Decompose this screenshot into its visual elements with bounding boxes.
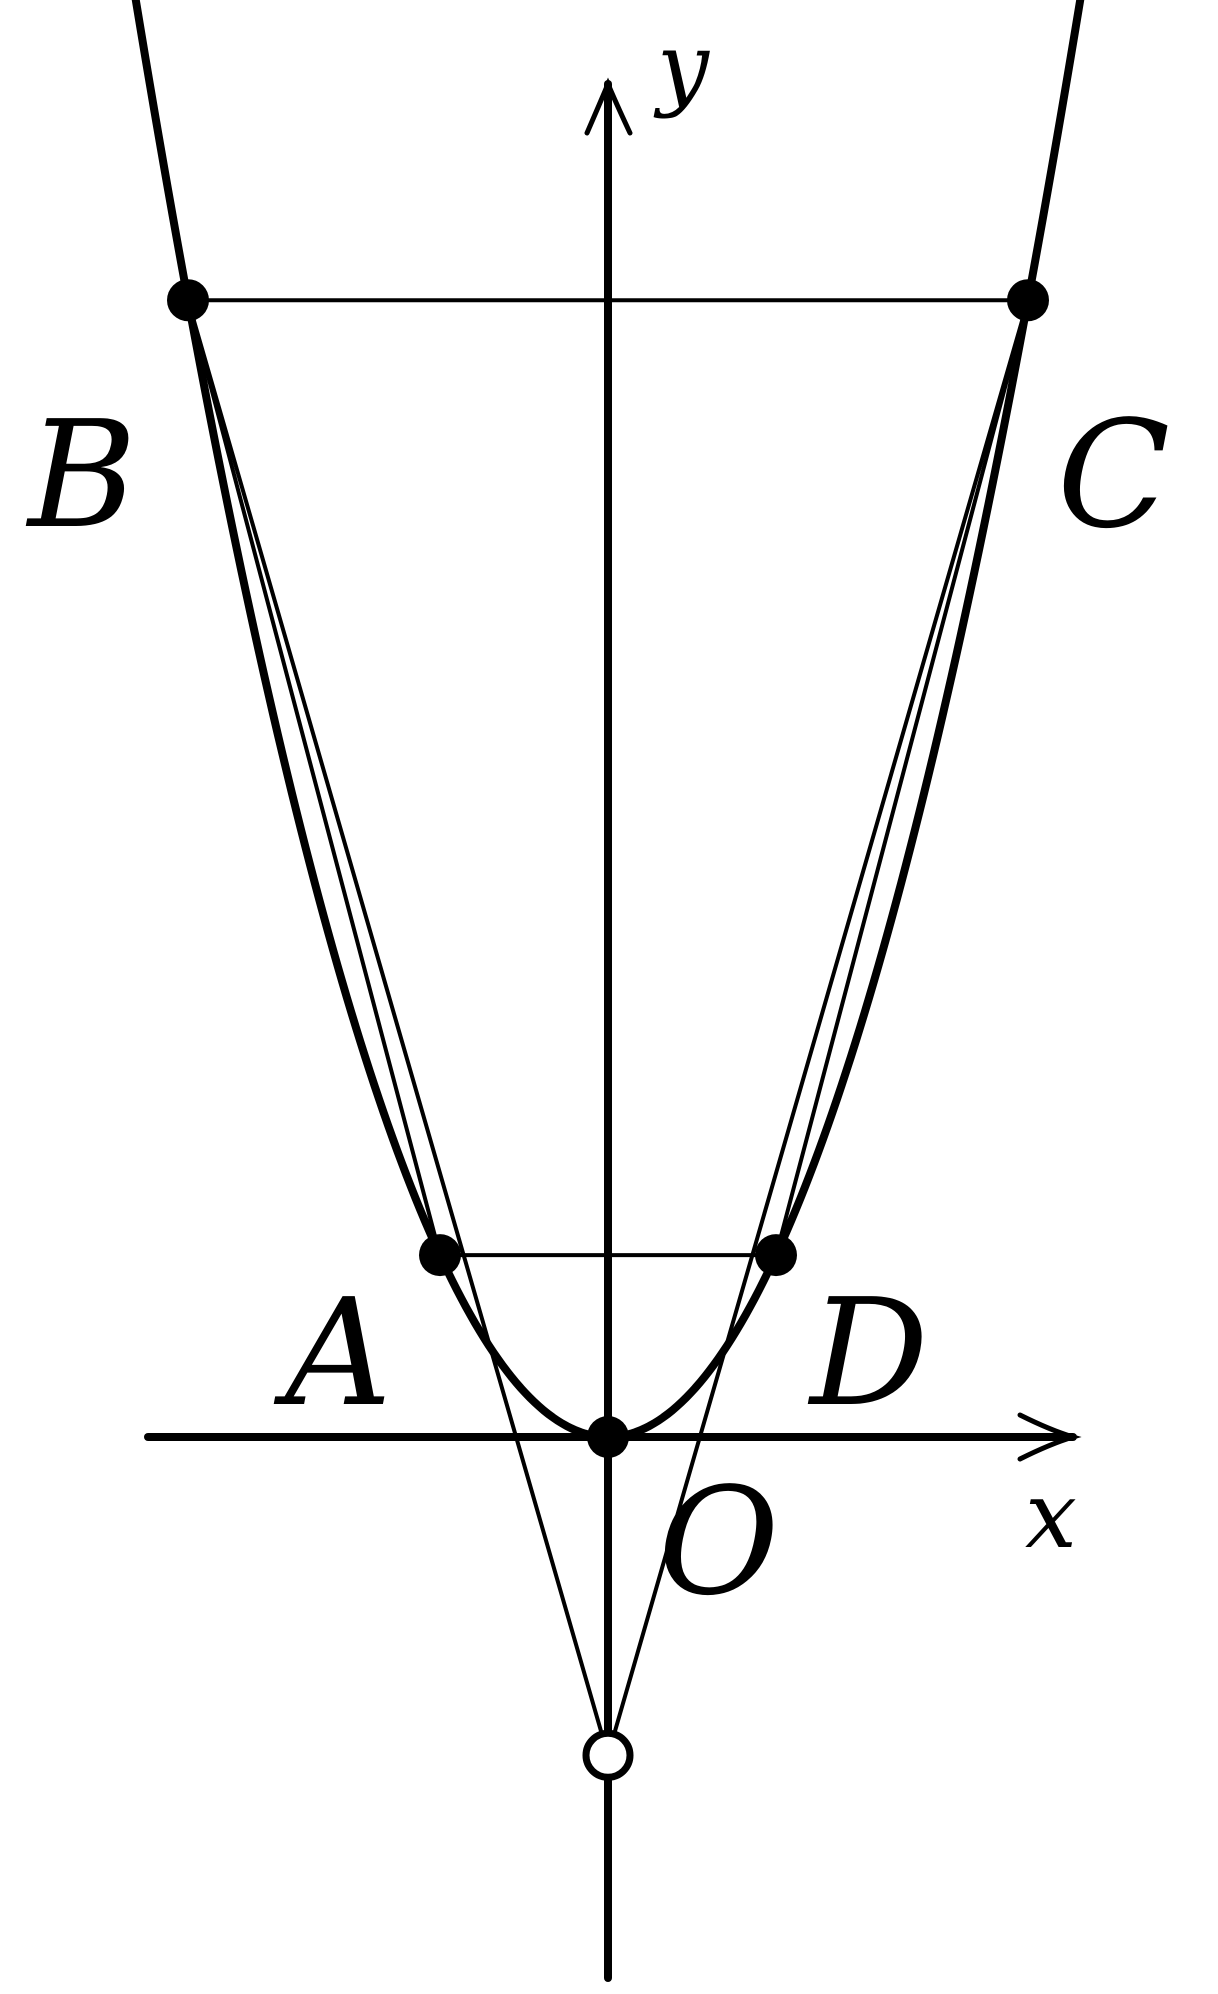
point-a-label: A xyxy=(273,1267,392,1439)
x-axis-arrowhead xyxy=(1017,1412,1082,1462)
point-c-label: C xyxy=(1057,389,1170,561)
point-b-label: B xyxy=(25,389,137,561)
point-a xyxy=(419,1234,461,1277)
point-o xyxy=(587,1416,629,1458)
segments-layer xyxy=(186,298,1030,1758)
segment-c-p xyxy=(606,298,1030,1758)
y-axis-label: y xyxy=(653,13,710,120)
points-layer xyxy=(167,279,1049,1781)
point-p xyxy=(582,1729,634,1781)
segment-b-p xyxy=(186,298,610,1758)
point-b xyxy=(167,279,209,322)
point-c xyxy=(1007,279,1049,322)
point-d xyxy=(755,1234,797,1277)
y-axis-arrowhead xyxy=(584,77,633,136)
segment-d-c xyxy=(774,298,1030,1258)
segment-a-b xyxy=(186,298,442,1258)
point-d-label: D xyxy=(807,1267,929,1439)
origin-label: O xyxy=(658,1456,779,1628)
x-axis-label: x xyxy=(1025,1462,1077,1569)
